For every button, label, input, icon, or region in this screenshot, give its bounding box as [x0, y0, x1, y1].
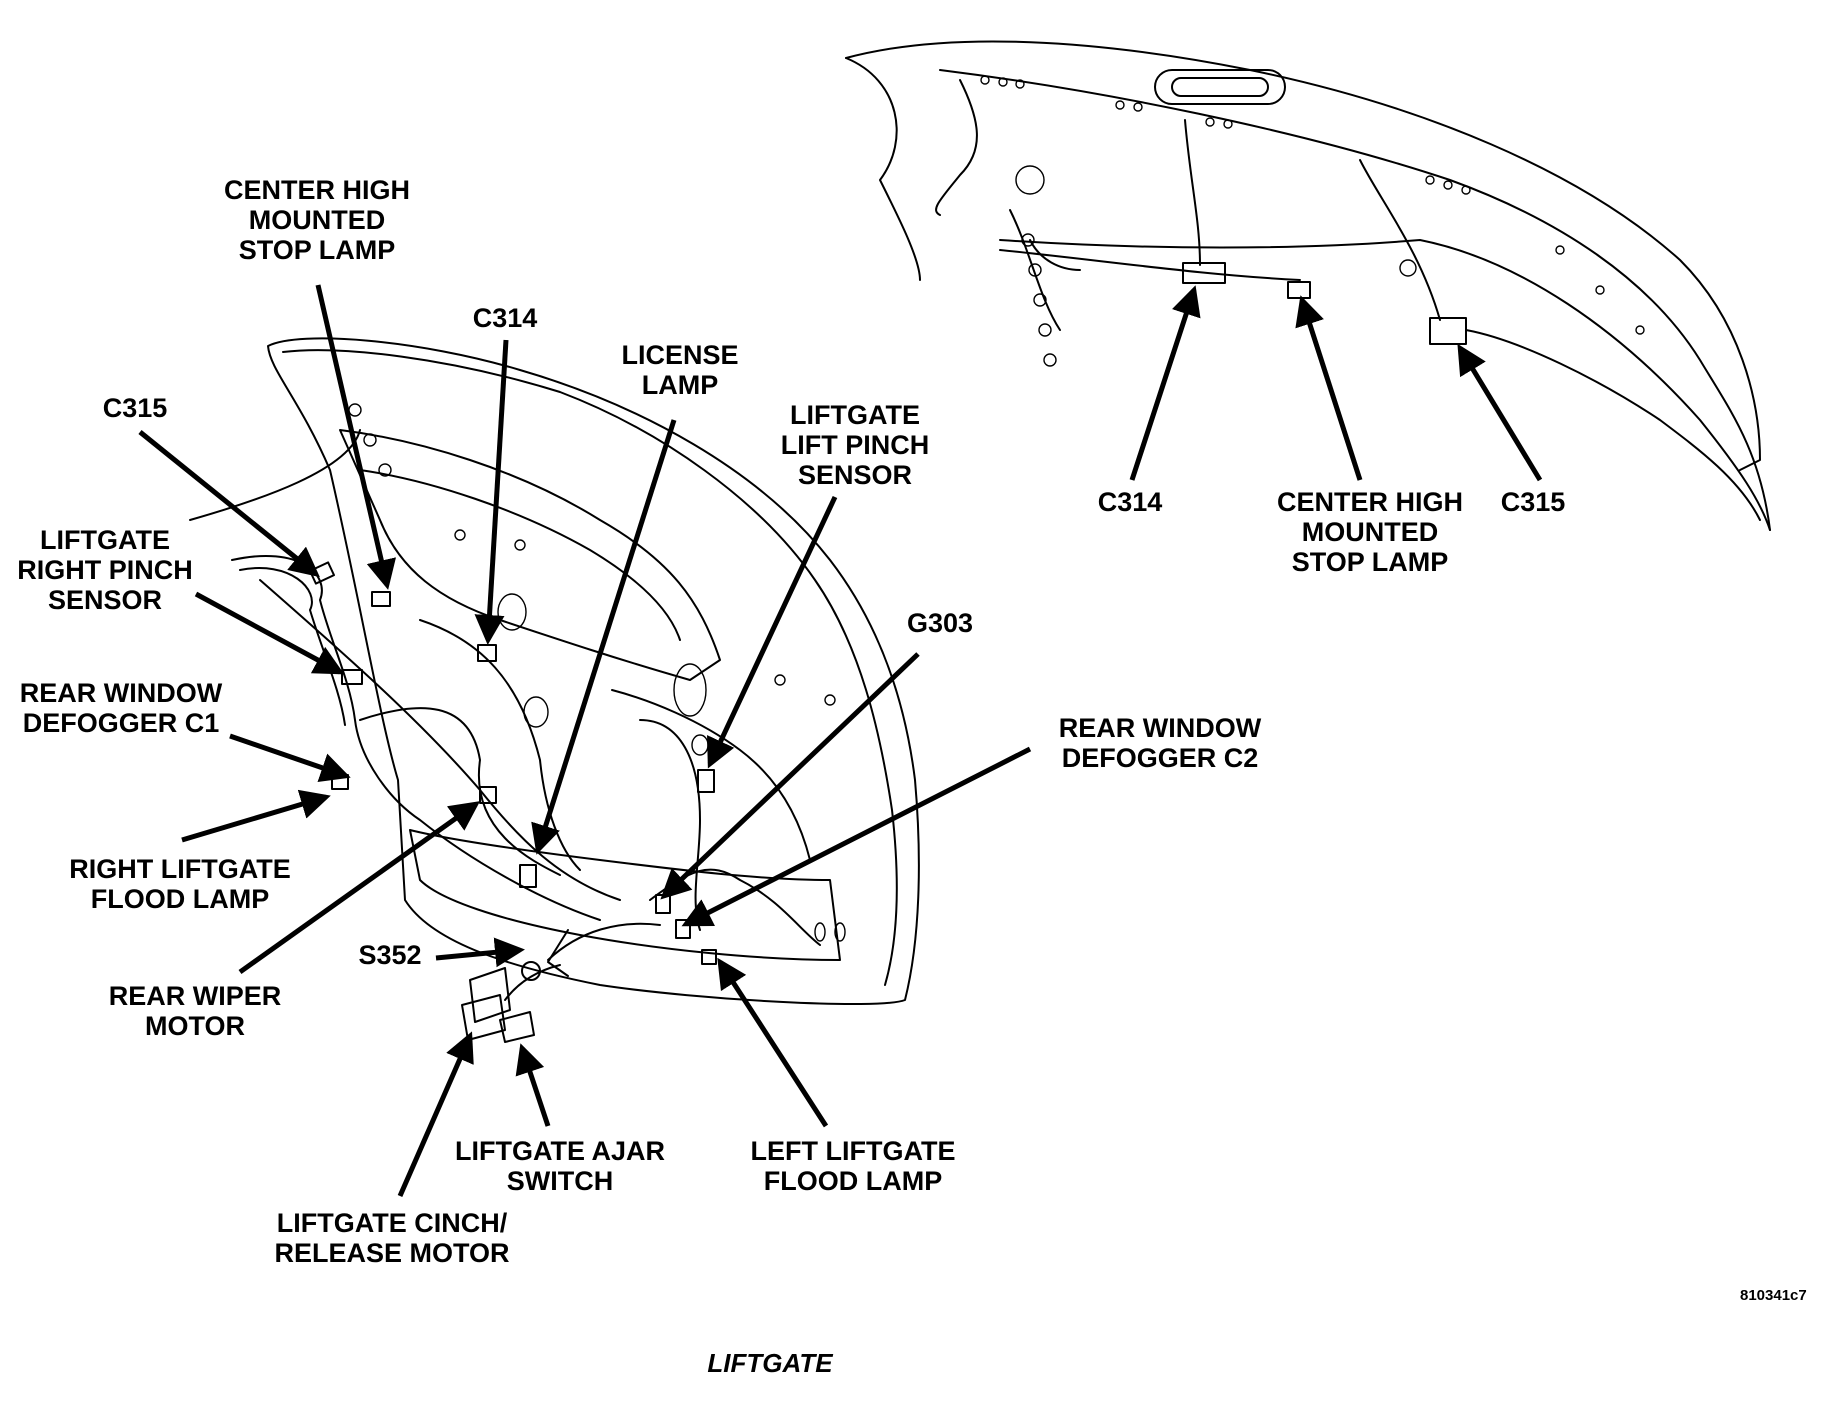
wiring-harness [189, 429, 821, 1001]
label-center-high-mounted-stop-lamp: CENTER HIGH MOUNTED STOP LAMP [223, 175, 410, 265]
arrow-c315-inset [1457, 343, 1543, 482]
label-g303: G303 [906, 608, 974, 638]
label-c314: C314 [472, 303, 538, 333]
arrow-chmsl-inset [1295, 295, 1363, 481]
inset-liftgate-header [845, 40, 1771, 531]
liftgate-panel [267, 337, 920, 1006]
connectors [308, 561, 717, 1043]
arrow-left-flood [717, 957, 829, 1128]
label-center-high-mounted-stop-lamp-inset: CENTER HIGH MOUNTED STOP LAMP [1276, 487, 1463, 577]
arrow-ajar-switch [515, 1043, 551, 1127]
label-c315: C315 [102, 393, 168, 423]
arrow-right-pinch [194, 591, 345, 675]
figure-caption: LIFTGATE [707, 1348, 833, 1378]
arrow-s352 [435, 937, 525, 968]
arrow-c315-main [138, 430, 320, 578]
label-rear-window-defogger-c2: REAR WINDOW DEFOGGER C2 [1058, 713, 1262, 773]
arrow-defogger-c1 [229, 733, 351, 783]
arrow-g303 [660, 652, 920, 900]
label-liftgate-lift-pinch-sensor: LIFTGATE LIFT PINCH SENSOR [780, 400, 930, 490]
label-c314-inset: C314 [1097, 487, 1163, 517]
arrow-wiper-motor [238, 801, 481, 975]
arrow-chmsl-main [315, 284, 397, 590]
label-liftgate-cinch-release-motor: LIFTGATE CINCH/ RELEASE MOTOR [274, 1208, 510, 1268]
label-right-liftgate-flood-lamp: RIGHT LIFTGATE FLOOD LAMP [69, 854, 291, 914]
label-left-liftgate-flood-lamp: LEFT LIFTGATE FLOOD LAMP [750, 1136, 956, 1196]
label-rear-window-defogger-c1: REAR WINDOW DEFOGGER C1 [19, 678, 223, 738]
figure-id: 810341c7 [1740, 1287, 1807, 1304]
label-rear-wiper-motor: REAR WIPER MOTOR [108, 981, 282, 1041]
label-c315-inset: C315 [1500, 487, 1566, 517]
label-liftgate-ajar-switch: LIFTGATE AJAR SWITCH [455, 1136, 665, 1196]
arrow-c314-inset [1129, 285, 1201, 481]
arrow-defogger-c2 [681, 746, 1032, 927]
label-license-lamp: LICENSE LAMP [621, 340, 739, 400]
arrow-c314-main [474, 339, 509, 645]
arrow-right-flood [181, 789, 331, 843]
leader-arrows [138, 284, 1543, 1198]
label-s352: S352 [358, 940, 422, 970]
arrow-lift-pinch [707, 495, 838, 769]
arrow-license-lamp [531, 419, 677, 855]
label-liftgate-right-pinch-sensor: LIFTGATE RIGHT PINCH SENSOR [17, 525, 193, 615]
arrow-cinch-motor [397, 1031, 474, 1198]
